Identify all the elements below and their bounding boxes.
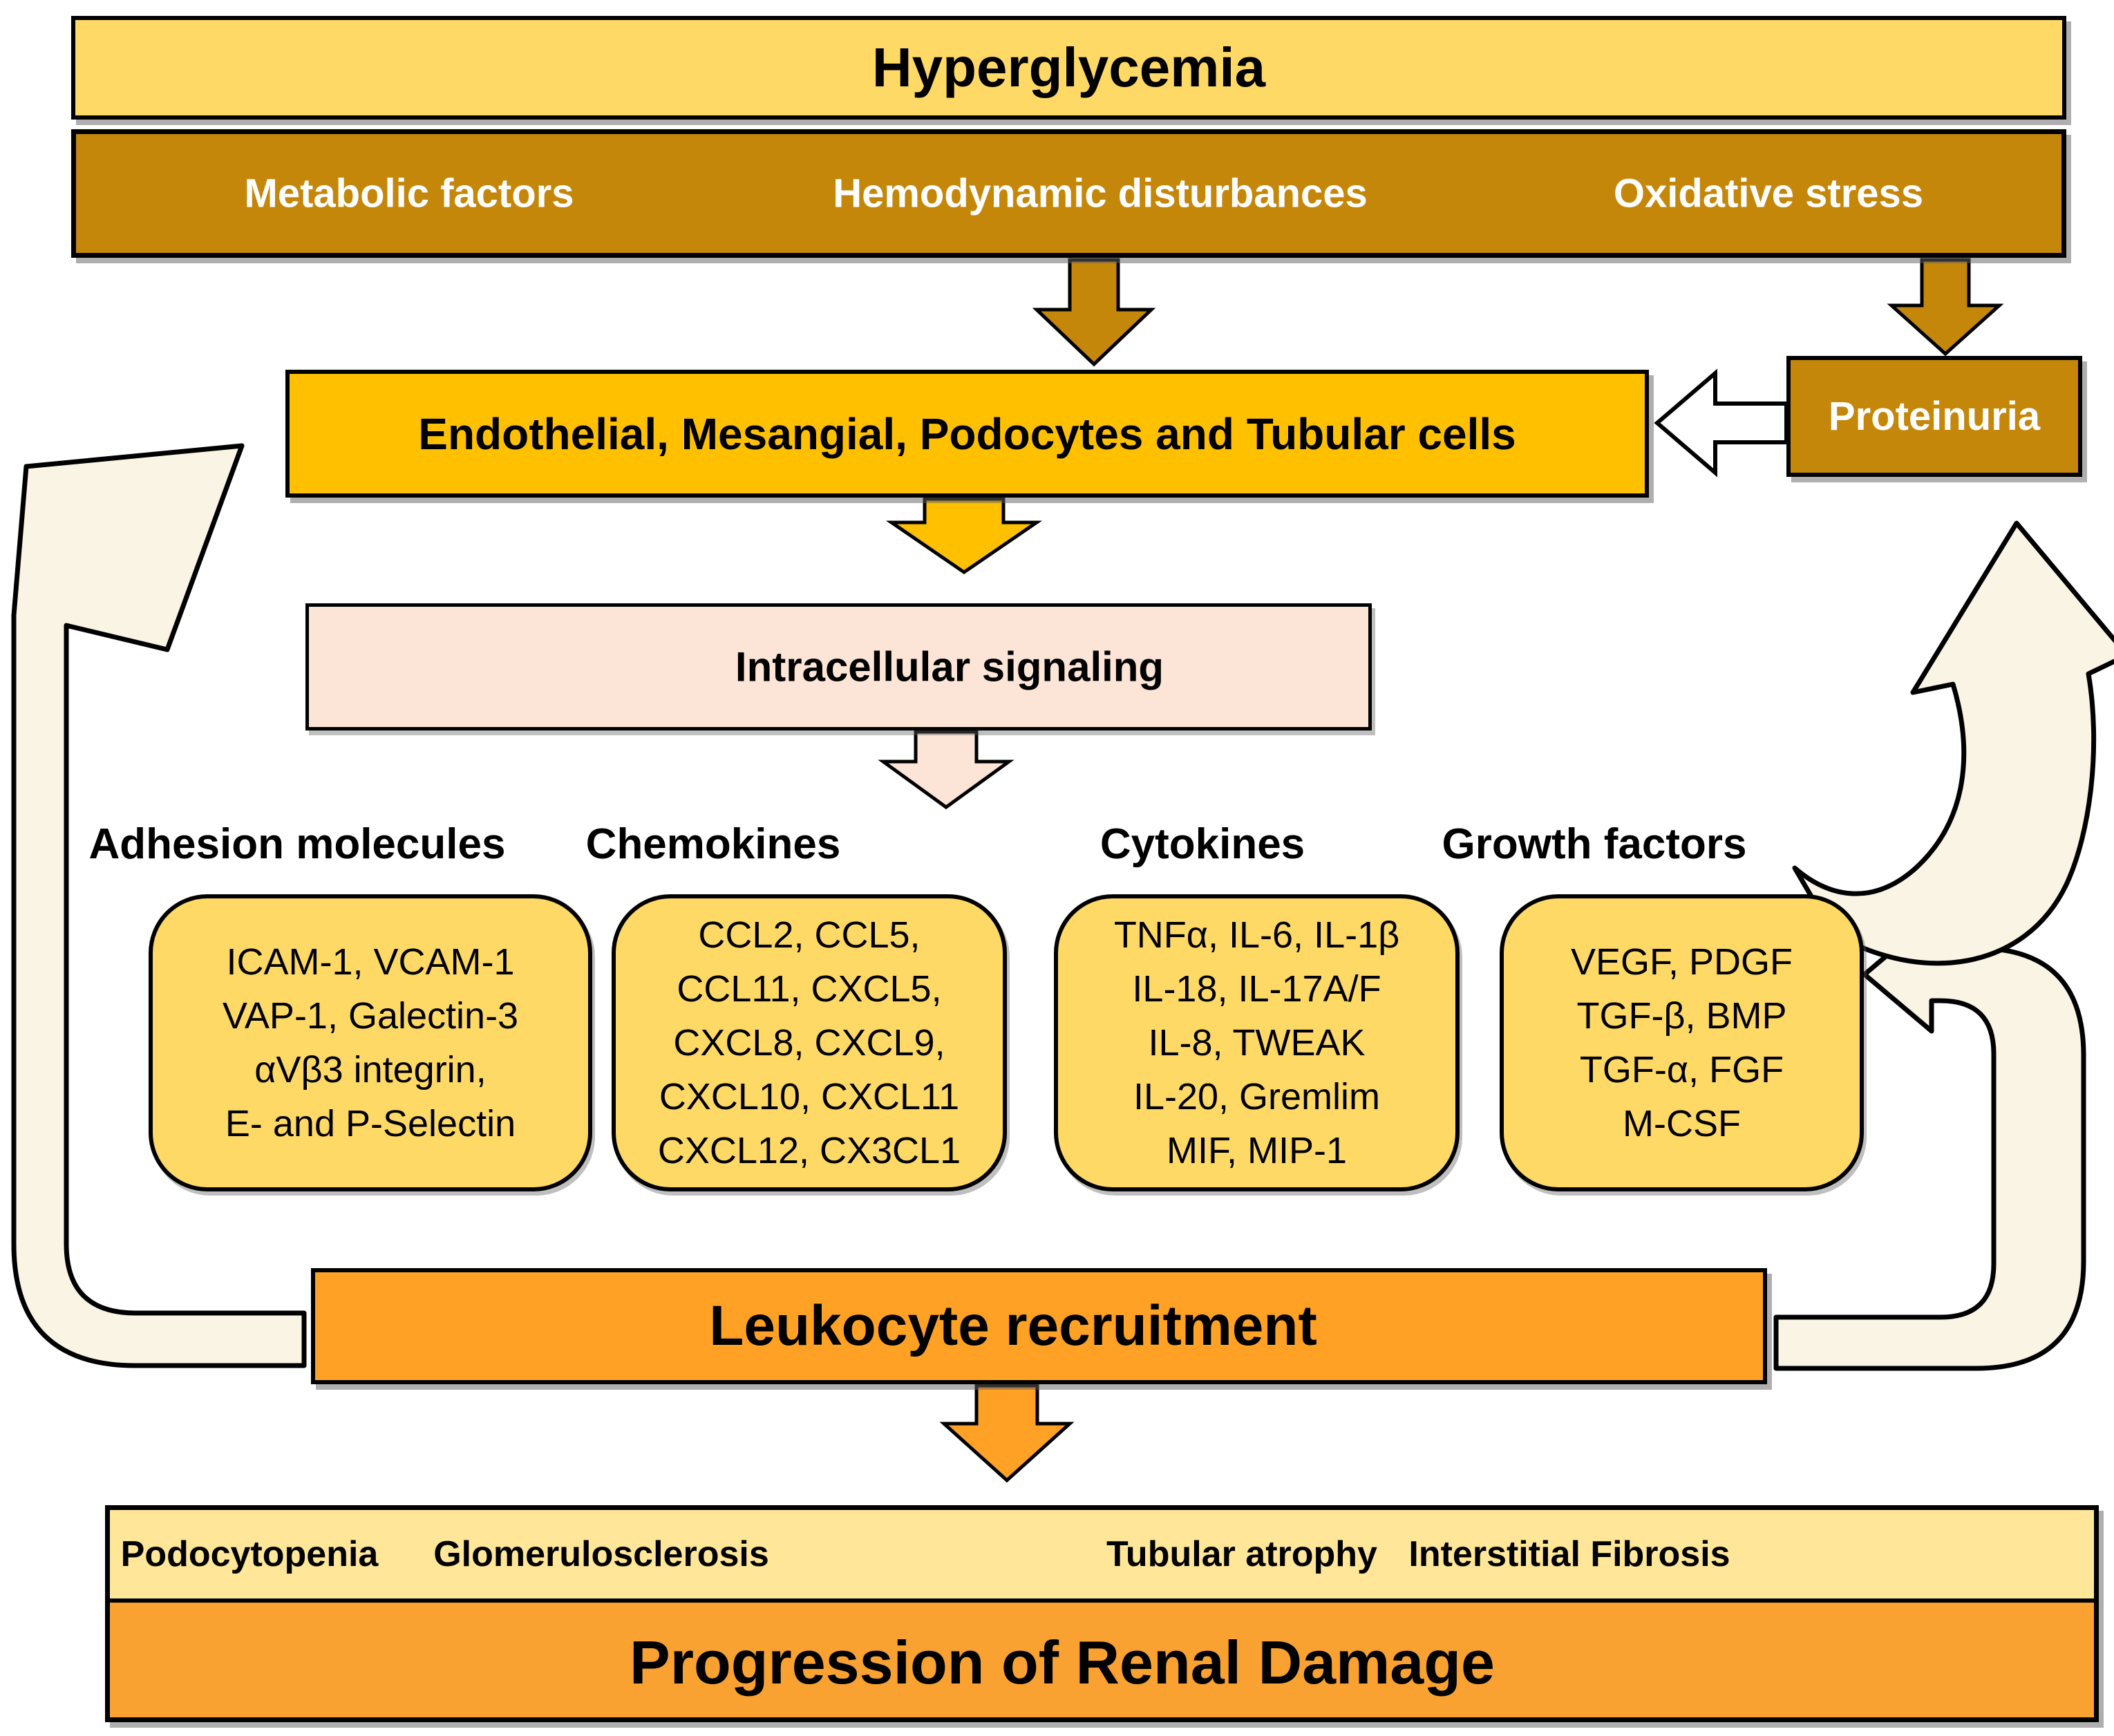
chemokine-line: CXCL8, CXCL9, — [673, 1022, 945, 1064]
outcome-tubular-atrophy-label: Tubular atrophy — [1106, 1534, 1377, 1574]
renal-damage-label: Progression of Renal Damage — [630, 1628, 1495, 1697]
growth-factors-box: VEGF, PDGF TGF-β, BMP TGF-α, FGF M-CSF — [1500, 894, 1864, 1191]
renal-damage-bar: Progression of Renal Damage — [110, 1603, 2094, 1722]
adhesion-molecules-box: ICAM-1, VCAM-1 VAP-1, Galectin-3 αVβ3 in… — [149, 894, 592, 1191]
outcome-glomerulosclerosis-label: Glomerulosclerosis — [433, 1534, 769, 1574]
growth-factor-line: TGF-β, BMP — [1576, 995, 1787, 1037]
adhesion-line: ICAM-1, VCAM-1 — [226, 941, 515, 983]
growth-factor-line: VEGF, PDGF — [1570, 941, 1793, 983]
adhesion-line: E- and P-Selectin — [225, 1103, 516, 1144]
signaling-label: Intracellular signaling — [735, 643, 1164, 690]
factors-bar: Metabolic factors Hemodynamic disturbanc… — [71, 129, 2066, 258]
outcome-interstitial-fibrosis-label: Interstitial Fibrosis — [1408, 1534, 1730, 1574]
down-arrow-cells-to-signaling-icon — [885, 497, 1043, 575]
proteinuria-label: Proteinuria — [1828, 394, 2041, 439]
down-arrow-signaling-to-mediators-icon — [878, 730, 1014, 810]
chemokine-line: CCL11, CXCL5, — [677, 968, 942, 1010]
left-arrow-proteinuria-to-cells-icon — [1654, 368, 1789, 478]
header-chemokines: Chemokines — [585, 820, 841, 868]
down-arrow-factors-to-cells-icon — [1032, 258, 1156, 367]
cytokine-line: TNFα, IL-6, IL-1β — [1113, 914, 1400, 956]
proteinuria-box: Proteinuria — [1786, 356, 2082, 477]
factor-metabolic-label: Metabolic factors — [244, 171, 574, 216]
hyperglycemia-label: Hyperglycemia — [871, 37, 1266, 98]
adhesion-line: αVβ3 integrin, — [254, 1049, 487, 1091]
leukocyte-box: Leukocyte recruitment — [311, 1268, 1767, 1384]
adhesion-line: VAP-1, Galectin-3 — [222, 995, 519, 1037]
cytokine-line: IL-20, Gremlim — [1133, 1076, 1381, 1117]
signaling-box: Intracellular signaling — [305, 603, 1372, 730]
cytokines-box: TNFα, IL-6, IL-1β IL-18, IL-17A/F IL-8, … — [1054, 894, 1460, 1191]
growth-factor-line: TGF-α, FGF — [1579, 1049, 1784, 1091]
feedback-arrow-leukocyte-to-cells-icon — [11, 443, 307, 1368]
down-arrow-factors-to-proteinuria-icon — [1887, 258, 2004, 357]
cytokine-line: IL-8, TWEAK — [1148, 1022, 1366, 1064]
outcomes-bar: Podocytopenia Glomerulosclerosis Tubular… — [110, 1510, 2094, 1603]
factor-hemodynamic-label: Hemodynamic disturbances — [833, 171, 1368, 216]
down-arrow-leukocyte-to-outcomes-icon — [939, 1384, 1075, 1483]
header-growth-factors: Growth factors — [1442, 820, 1747, 868]
header-adhesion-molecules: Adhesion molecules — [88, 820, 506, 868]
hyperglycemia-bar: Hyperglycemia — [71, 16, 2066, 120]
outcome-block: Podocytopenia Glomerulosclerosis Tubular… — [105, 1505, 2099, 1722]
chemokine-line: CXCL12, CX3CL1 — [657, 1130, 961, 1171]
growth-factor-line: M-CSF — [1623, 1103, 1741, 1144]
cytokine-line: MIF, MIP-1 — [1166, 1130, 1347, 1171]
chemokines-box: CCL2, CCL5, CCL11, CXCL5, CXCL8, CXCL9, … — [612, 894, 1007, 1191]
cells-box: Endothelial, Mesangial, Podocytes and Tu… — [285, 370, 1649, 498]
header-cytokines: Cytokines — [1100, 820, 1305, 868]
leukocyte-label: Leukocyte recruitment — [709, 1294, 1317, 1357]
cells-label: Endothelial, Mesangial, Podocytes and Tu… — [418, 408, 1516, 459]
feedback-arrow-growth-to-proteinuria-icon — [1792, 520, 2114, 966]
chemokine-line: CXCL10, CXCL11 — [659, 1076, 960, 1117]
outcome-podocytopenia-label: Podocytopenia — [120, 1534, 379, 1574]
cytokine-line: IL-18, IL-17A/F — [1132, 968, 1381, 1010]
chemokine-line: CCL2, CCL5, — [698, 914, 921, 956]
factor-oxidative-label: Oxidative stress — [1613, 171, 1924, 216]
